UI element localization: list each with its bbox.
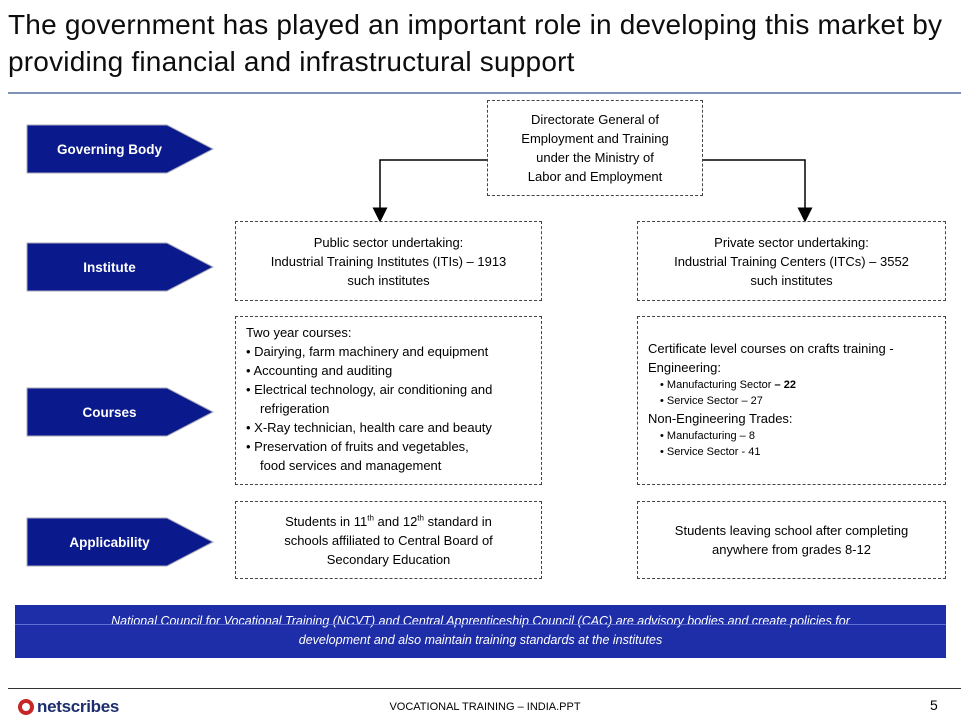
dget-box: Directorate General of Employment and Tr… bbox=[487, 100, 703, 196]
ncvt-note-banner: National Council for Vocational Training… bbox=[15, 605, 946, 658]
superscript: th bbox=[417, 513, 424, 523]
applicability-arrow-shape bbox=[26, 517, 215, 567]
public-applicability-line: schools affiliated to Central Board of bbox=[284, 532, 493, 548]
netscribes-logo: netscribes bbox=[18, 697, 119, 717]
title-divider bbox=[8, 92, 961, 94]
row-label-applicability: Applicability bbox=[69, 534, 150, 550]
public-course-line: • Preservation of fruits and vegetables, bbox=[246, 439, 469, 454]
row-label-governing-body: Governing Body bbox=[56, 141, 162, 157]
public-institute-line: Industrial Training Institutes (ITIs) – … bbox=[270, 253, 507, 269]
public-applicability-line: Students in 11th and 12th standard in bbox=[285, 512, 492, 531]
logo-text: netscribes bbox=[37, 697, 120, 716]
dget-line: Employment and Training bbox=[521, 131, 669, 146]
public-applicability-box: Students in 11th and 12th standard in sc… bbox=[235, 501, 542, 579]
row-label-institute: Institute bbox=[83, 259, 136, 275]
page-number: 5 bbox=[930, 697, 938, 713]
text-fragment: Students in 11 bbox=[285, 513, 368, 529]
institute-arrow-shape bbox=[26, 242, 215, 292]
public-course-line: refrigeration bbox=[260, 401, 330, 416]
private-institute-line: Industrial Training Centers (ITCs) – 355… bbox=[674, 253, 909, 269]
private-institute-line: such institutes bbox=[750, 272, 833, 288]
public-course-line: Two year courses: bbox=[246, 325, 352, 340]
private-course-sub-label: • Manufacturing Sector bbox=[660, 379, 775, 391]
private-course-line: Non-Engineering Trades: bbox=[648, 411, 793, 426]
courses-arrow-shape bbox=[26, 387, 215, 437]
private-course-sub-value: – 22 bbox=[774, 379, 796, 391]
public-courses-box: Two year courses: • Dairying, farm machi… bbox=[235, 316, 542, 485]
connector-to-private bbox=[703, 159, 813, 223]
banner-divider bbox=[15, 624, 946, 625]
public-institute-box: Public sector undertaking: Industrial Tr… bbox=[235, 221, 542, 301]
public-applicability-line: Secondary Education bbox=[326, 551, 451, 567]
private-institute-line: Private sector undertaking: bbox=[714, 234, 869, 250]
public-course-line: • X-Ray technician, health care and beau… bbox=[246, 420, 492, 435]
private-courses-box: Certificate level courses on crafts trai… bbox=[637, 316, 946, 485]
private-course-line: Certificate level courses on crafts trai… bbox=[648, 341, 894, 356]
ncvt-note-line: development and also maintain training s… bbox=[298, 633, 663, 647]
superscript: th bbox=[367, 513, 374, 523]
row-label-courses: Courses bbox=[82, 404, 137, 420]
text-fragment: standard in bbox=[423, 513, 492, 529]
private-applicability-box: Students leaving school after completing… bbox=[637, 501, 946, 579]
public-course-line: food services and management bbox=[260, 458, 442, 473]
slide-title: The government has played an important r… bbox=[8, 9, 943, 77]
private-course-sub-item: • Manufacturing – 8 bbox=[660, 430, 755, 442]
footer-divider bbox=[8, 688, 961, 689]
dget-line: under the Ministry of bbox=[536, 150, 654, 165]
footer-filename: VOCATIONAL TRAINING – INDIA.PPT bbox=[389, 701, 581, 713]
public-course-line: • Electrical technology, air conditionin… bbox=[246, 382, 493, 397]
private-course-sub-item: • Manufacturing Sector – 22 bbox=[648, 377, 935, 393]
dget-line: Labor and Employment bbox=[527, 169, 663, 184]
private-applicability-line: Students leaving school after completing bbox=[674, 523, 909, 538]
dget-line: Directorate General of bbox=[531, 112, 659, 127]
private-applicability-line: anywhere from grades 8-12 bbox=[712, 542, 871, 557]
text-fragment: and 12 bbox=[373, 513, 418, 529]
private-institute-box: Private sector undertaking: Industrial T… bbox=[637, 221, 946, 301]
public-course-line: • Accounting and auditing bbox=[246, 363, 393, 378]
private-course-line: Engineering: bbox=[648, 360, 721, 375]
private-course-sub-item: • Service Sector – 27 bbox=[660, 395, 763, 407]
public-course-line: • Dairying, farm machinery and equipment bbox=[246, 344, 489, 359]
logo-mark-icon bbox=[18, 699, 34, 715]
connector-to-public bbox=[372, 159, 487, 223]
public-institute-line: Public sector undertaking: bbox=[313, 234, 464, 250]
public-institute-line: such institutes bbox=[347, 272, 430, 288]
governing-body-arrow-shape bbox=[26, 124, 215, 174]
private-course-sub-item: • Service Sector - 41 bbox=[660, 446, 761, 458]
ncvt-note-line: National Council for Vocational Training… bbox=[111, 614, 850, 628]
